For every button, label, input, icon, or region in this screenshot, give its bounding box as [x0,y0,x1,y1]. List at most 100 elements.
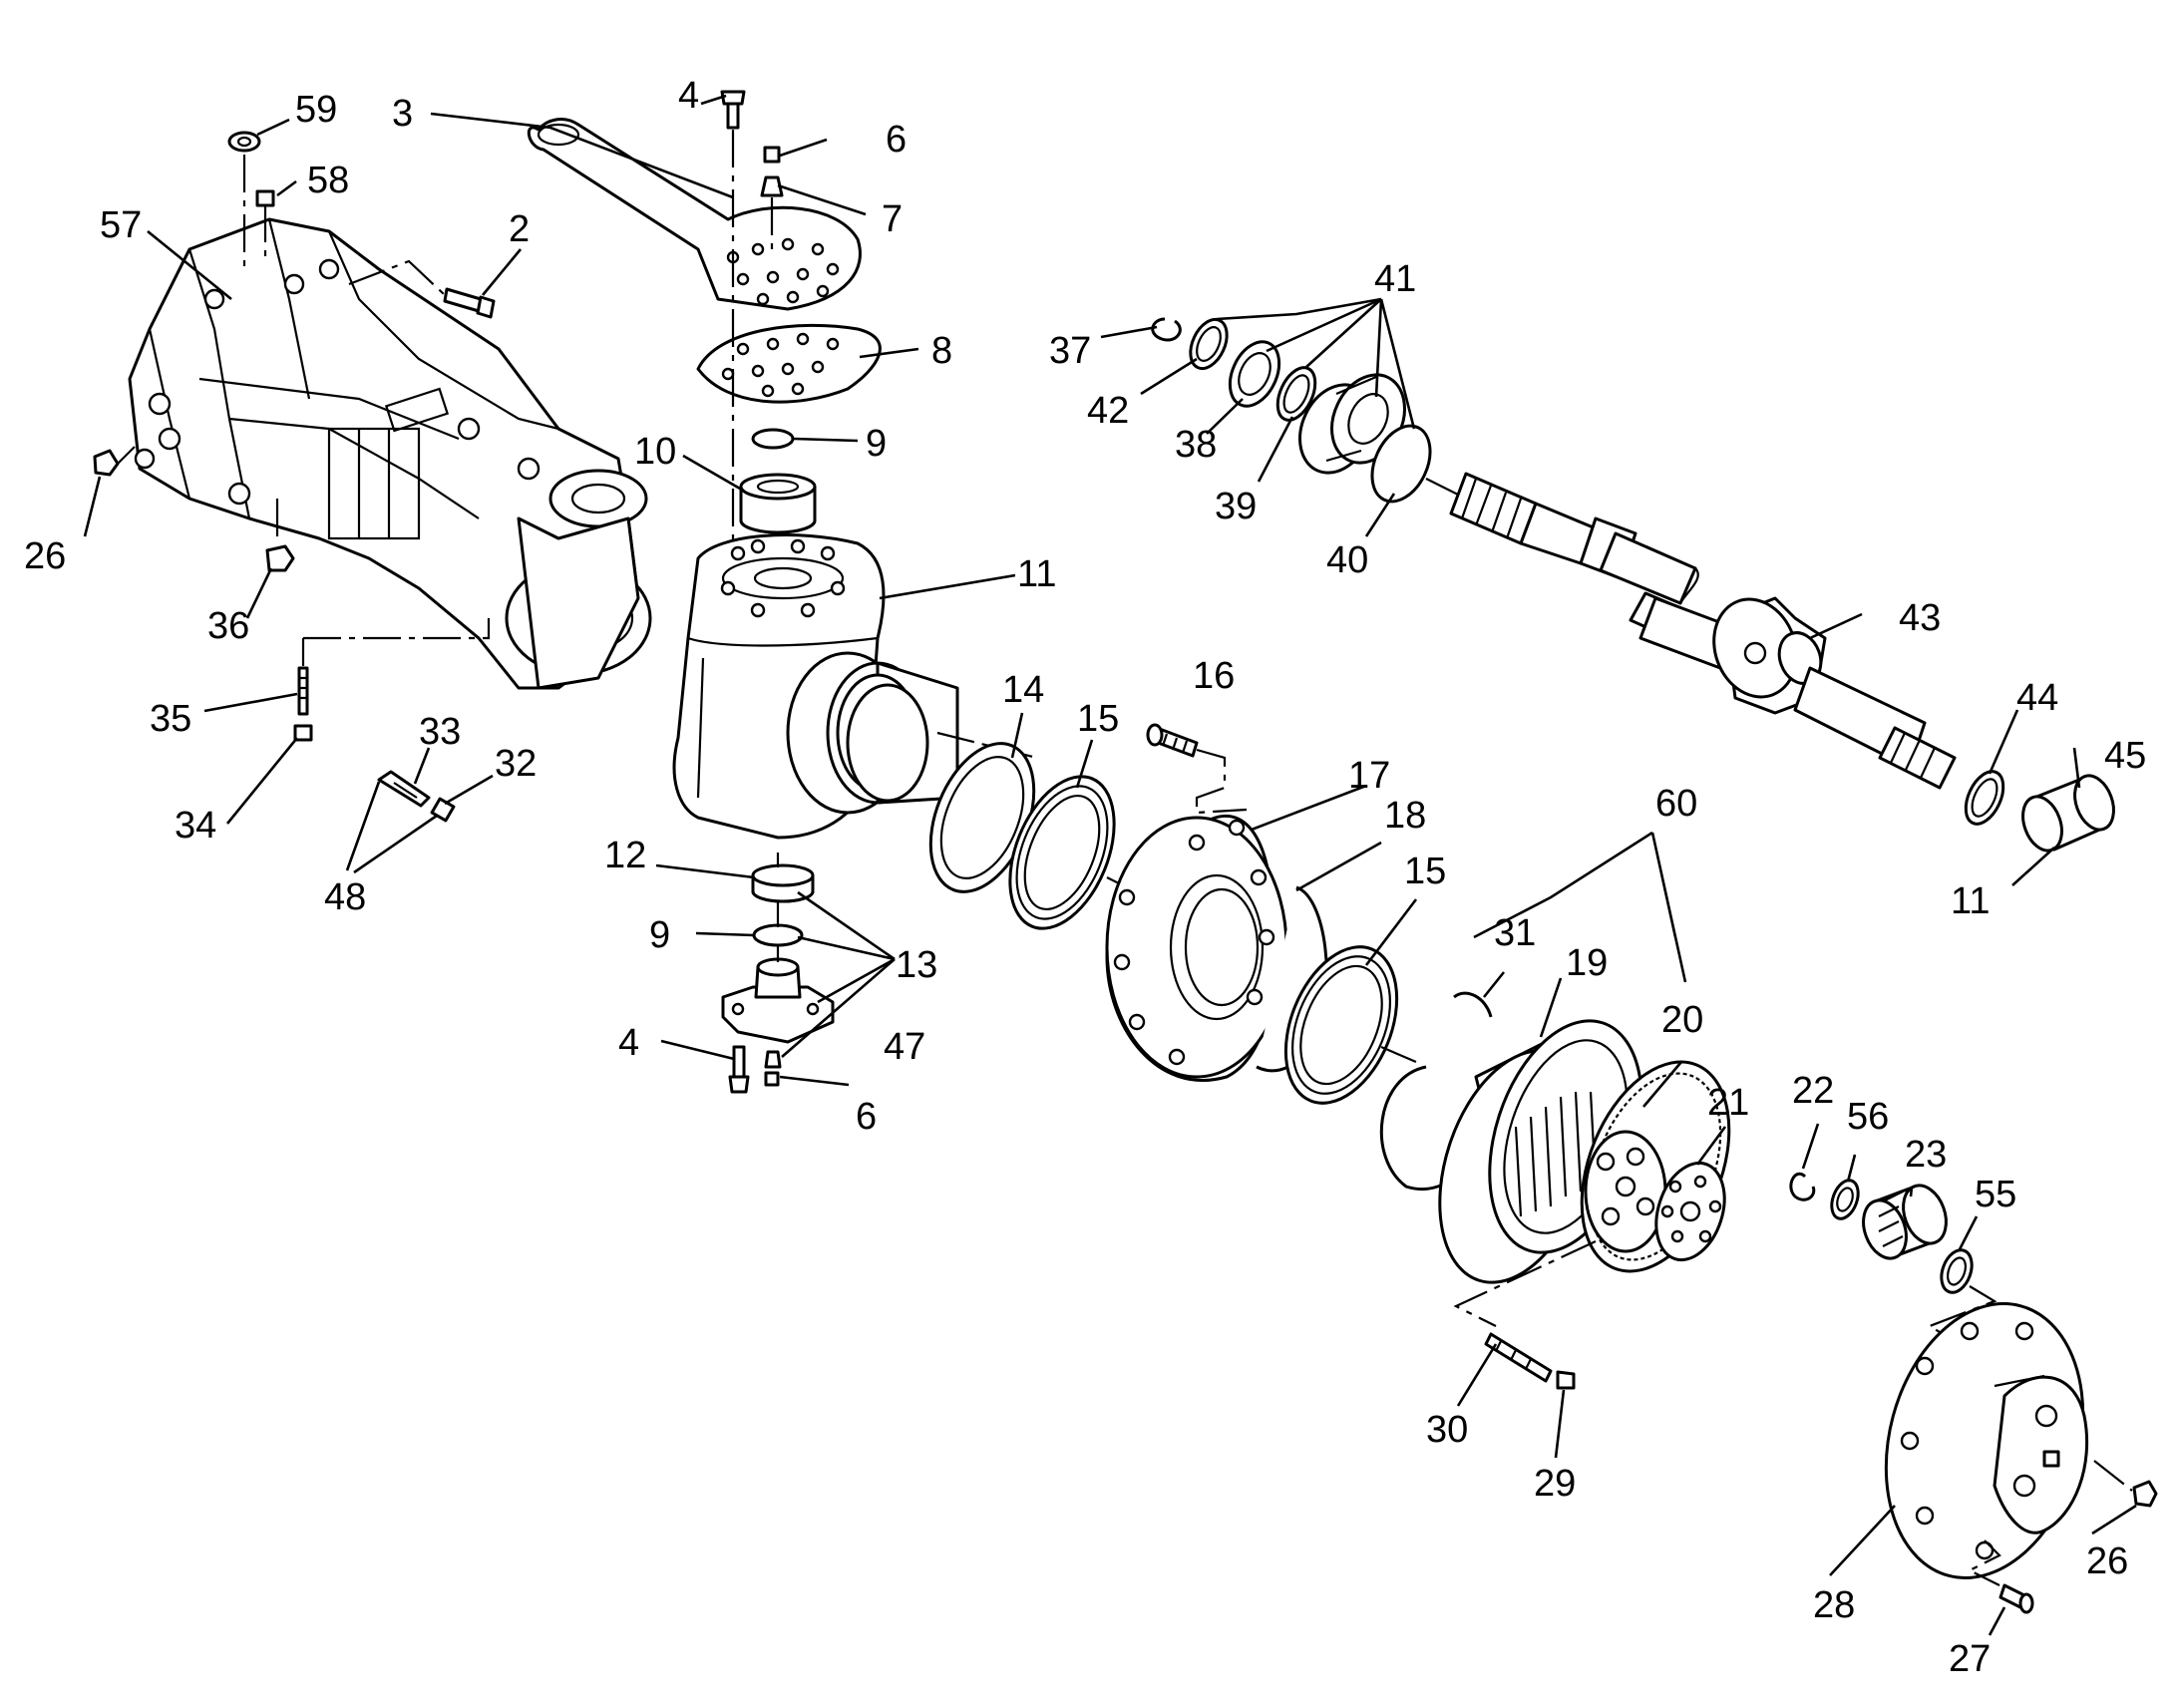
callout-60: 60 [1655,783,1697,825]
ring-39 [1275,366,1317,422]
callout-57: 57 [100,204,142,246]
bearing-38 [1228,340,1281,408]
bolt-33 [377,770,431,808]
callout-44: 44 [2016,677,2058,719]
callout-4-top: 4 [678,75,699,117]
bolt-2 [443,287,496,319]
callout-33: 33 [419,711,461,753]
pivot-cap-13 [721,957,835,1044]
callout-48: 48 [324,876,366,918]
ring-42 [1189,317,1229,371]
bolt-4-top [720,90,746,130]
callout-31: 31 [1494,912,1536,954]
callout-38: 38 [1175,424,1217,466]
callout-22: 22 [1792,1070,1834,1112]
callout-27: 27 [1949,1638,1991,1680]
callout-9-bottom: 9 [649,914,670,956]
plug-26-left [93,449,120,477]
steering-arm [528,118,862,311]
callout-23: 23 [1905,1134,1947,1176]
seal-40 [1370,424,1432,504]
ring-56 [1830,1179,1860,1220]
plug-26-right [2132,1480,2158,1508]
ring-44 [1964,770,2005,826]
callout-55: 55 [1975,1174,2016,1215]
callout-18: 18 [1384,795,1426,837]
stud-30 [1484,1332,1553,1383]
callout-41: 41 [1374,258,1416,300]
callout-20: 20 [1661,999,1703,1041]
axle-housing [128,217,652,690]
nut-34 [293,724,313,742]
plug-36 [265,544,295,572]
callout-12: 12 [604,835,646,876]
callout-15-inner: 15 [1077,698,1119,740]
callout-29: 29 [1534,1463,1576,1505]
stud-16 [1146,723,1199,758]
wheel-hub [1105,815,1288,1082]
callout-4-bottom: 4 [618,1022,639,1064]
callout-11-knuckle: 11 [1017,553,1056,595]
callout-6-top: 6 [886,119,907,161]
fitting-7 [760,175,784,197]
callout-28: 28 [1813,1584,1855,1626]
cap-6-top [763,146,781,164]
callout-26-right: 26 [2086,1540,2128,1582]
circlip-22 [1789,1173,1816,1201]
washer-9-top [751,428,795,450]
screw-27 [1998,1583,2034,1614]
callout-47: 47 [884,1026,925,1068]
callout-21: 21 [1707,1082,1749,1124]
callout-8: 8 [931,330,952,372]
callout-36: 36 [207,605,249,647]
callout-34: 34 [175,805,216,847]
bushing-10 [739,473,817,534]
nut-58 [255,189,275,207]
callout-16: 16 [1193,655,1235,697]
callout-43: 43 [1899,597,1941,639]
callout-17: 17 [1348,755,1390,797]
callout-42: 42 [1087,390,1129,432]
callout-30: 30 [1426,1409,1468,1451]
callout-2: 2 [509,208,530,250]
callout-35: 35 [150,698,191,740]
bolt-4-bottom [728,1045,750,1094]
callout-15-outer: 15 [1404,851,1446,892]
callout-45: 45 [2104,735,2146,777]
callout-32: 32 [495,743,537,785]
stud-35 [297,666,309,716]
fitting-47 [764,1050,782,1069]
callout-7: 7 [882,198,903,240]
callout-11-bushing: 11 [1951,880,1990,922]
washer-9-bottom [752,923,804,947]
bearing-12 [751,863,815,903]
bearing-15-outer [1283,945,1399,1105]
callout-26-left: 26 [24,535,66,577]
thrust-washer-21 [1654,1161,1726,1262]
bushing-45 [2021,774,2115,853]
planet-gear-23 [1862,1184,1948,1260]
callout-39: 39 [1215,486,1257,527]
plug-59 [227,131,261,153]
callout-3: 3 [392,93,413,135]
callout-14: 14 [1002,669,1044,711]
callout-9-top: 9 [866,423,887,465]
bolt-29 [1556,1370,1576,1390]
callout-10: 10 [634,431,676,473]
callout-40: 40 [1326,539,1368,581]
bushing-41 [1298,373,1406,475]
cap-6-bottom [764,1071,780,1087]
bearing-15-inner [1008,775,1116,930]
hub-cover [1884,1302,2089,1579]
callout-6-bottom: 6 [856,1096,877,1138]
shim-plate [696,323,882,404]
callout-37: 37 [1049,330,1091,372]
callout-19: 19 [1566,942,1608,984]
callout-58: 58 [307,160,349,201]
callout-56: 56 [1847,1096,1889,1138]
callout-13: 13 [896,944,937,986]
steering-knuckle [672,533,959,840]
ring-55 [1940,1248,1974,1294]
circlip-37 [1151,317,1182,342]
